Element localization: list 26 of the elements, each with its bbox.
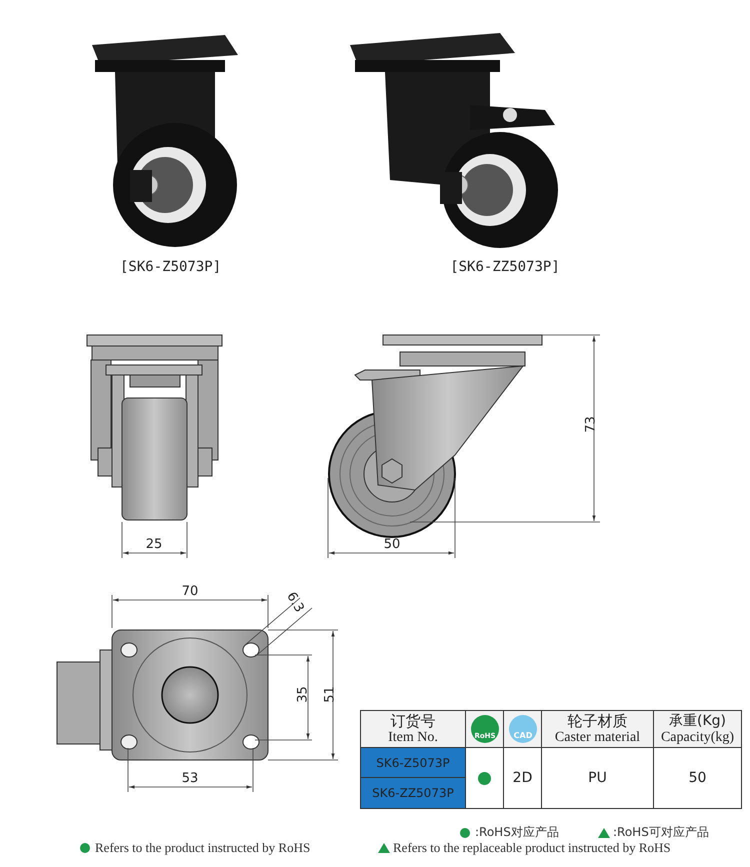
- cad-badge: CAD: [509, 715, 537, 743]
- dimension-label: 51: [324, 685, 336, 705]
- model-caption: [SK6-ZZ5073P]: [449, 260, 561, 274]
- capacity-value: 50: [688, 771, 708, 785]
- dimension-label: 6.3: [282, 588, 308, 618]
- legend-text: Refers to the replaceable product instructed by RoHS: [393, 841, 671, 854]
- legend-text: Refers to the product instructed by RoHS: [95, 841, 310, 854]
- dimension-label: 53: [180, 772, 200, 785]
- item-number: SK6-Z5073P: [375, 757, 451, 769]
- model-caption: [SK6-Z5073P]: [120, 260, 220, 274]
- column-header: 轮子材质: [566, 714, 628, 729]
- material-value: PU: [587, 771, 608, 785]
- cad-format: 2D: [512, 771, 534, 785]
- legend-text: :RoHS可对应产品: [613, 826, 709, 838]
- column-header: Item No.: [387, 731, 439, 745]
- dimension-label: 70: [180, 585, 200, 598]
- item-number: SK6-ZZ5073P: [371, 787, 455, 799]
- dimension-label: 25: [144, 538, 164, 551]
- column-header: 订货号: [390, 714, 436, 729]
- dimension-label: 73: [584, 415, 598, 435]
- column-header: Caster material: [554, 731, 642, 745]
- legend-text: :RoHS对应产品: [475, 826, 559, 838]
- dimension-label: 50: [382, 538, 402, 551]
- dimension-label: 35: [296, 685, 310, 705]
- column-header: 承重(Kg): [668, 714, 727, 728]
- column-header: Capacity(kg): [660, 731, 736, 745]
